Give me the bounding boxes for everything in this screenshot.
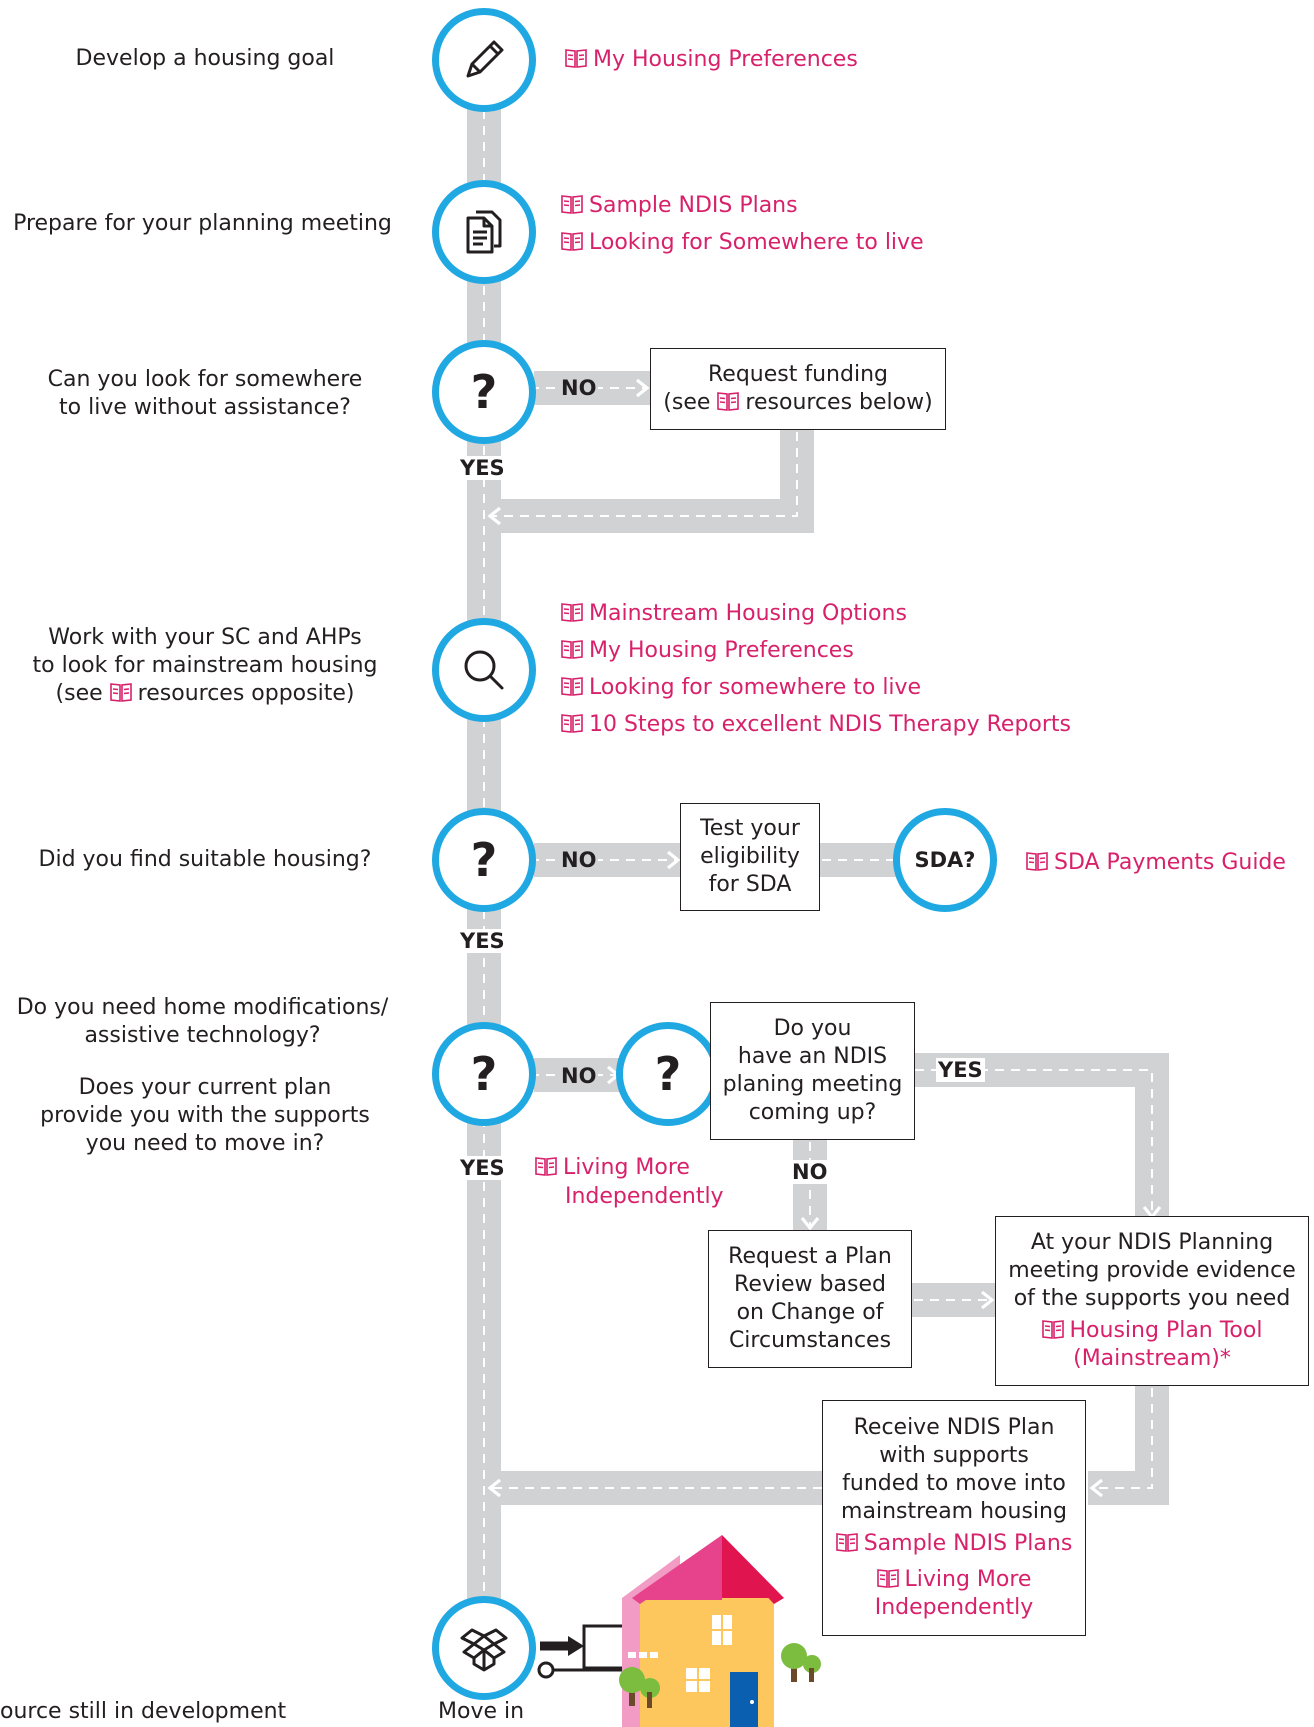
- book-icon: [535, 1155, 557, 1177]
- resource-link[interactable]: My Housing Preferences: [561, 637, 854, 665]
- resource-housing-plan-tool-2[interactable]: (Mainstream)*: [1073, 1346, 1231, 1371]
- question-icon: ?: [470, 833, 498, 887]
- resource-link[interactable]: Sample NDIS Plans: [561, 192, 798, 220]
- resource-link[interactable]: SDA Payments Guide: [1026, 849, 1286, 877]
- no-label: NO: [790, 1160, 830, 1184]
- search-icon: [464, 650, 504, 690]
- book-icon: [561, 230, 583, 252]
- resource-link[interactable]: Mainstream Housing Options: [561, 600, 907, 628]
- yes-label: YES: [458, 456, 507, 480]
- step-prepare-text: Prepare for your planning meeting: [13, 211, 392, 236]
- book-icon: [109, 681, 132, 703]
- footnote-text: ource still in development: [0, 1699, 287, 1724]
- book-icon: [561, 638, 583, 660]
- book-icon: [717, 390, 740, 412]
- resource-link[interactable]: Living More: [535, 1154, 690, 1182]
- book-icon: [876, 1567, 899, 1589]
- no-label: NO: [559, 848, 599, 872]
- resource-link[interactable]: 10 Steps to excellent NDIS Therapy Repor…: [561, 711, 1071, 739]
- book-icon: [561, 712, 583, 734]
- tree-icon: [619, 1643, 821, 1708]
- resource-living-more-independently[interactable]: Living More: [904, 1567, 1032, 1592]
- resource-link-cont[interactable]: Independently: [565, 1184, 724, 1209]
- no-label: NO: [559, 1064, 599, 1088]
- pencil-icon: [466, 40, 504, 78]
- resource-sample-ndis-plans[interactable]: Sample NDIS Plans: [863, 1531, 1073, 1556]
- book-icon: [1041, 1318, 1064, 1340]
- book-icon: [561, 193, 583, 215]
- yes-label: YES: [936, 1058, 985, 1082]
- question-icon: ?: [470, 1047, 498, 1101]
- book-icon: [561, 601, 583, 623]
- move-in-text: Move in: [438, 1699, 525, 1724]
- question-meeting-circle: ?: [616, 1022, 720, 1126]
- resource-link[interactable]: Looking for somewhere to live: [561, 674, 921, 702]
- request-funding-box: Request funding (see resources below): [650, 348, 946, 430]
- resource-link[interactable]: My Housing Preferences: [565, 46, 858, 74]
- question-look-circle: ?: [432, 340, 536, 444]
- book-icon: [835, 1531, 858, 1553]
- yes-label: YES: [458, 929, 507, 953]
- documents-icon: [466, 210, 502, 254]
- resource-housing-plan-tool[interactable]: Housing Plan Tool: [1069, 1318, 1263, 1343]
- box-icon: [460, 1628, 508, 1672]
- no-label: NO: [559, 376, 599, 400]
- house-icon: [622, 1535, 784, 1727]
- step-prepare-circle: [432, 180, 536, 284]
- step-move-circle: [432, 1596, 536, 1700]
- resource-link[interactable]: Looking for Somewhere to live: [561, 229, 924, 257]
- resource-living-more-independently-2[interactable]: Independently: [874, 1595, 1034, 1620]
- sda-circle: SDA?: [893, 808, 997, 912]
- step-search-circle: [432, 618, 536, 722]
- yes-label: YES: [458, 1156, 507, 1180]
- step-mods-text: Do you need home modifications/assistive…: [16, 995, 389, 1048]
- book-icon: [565, 47, 587, 69]
- sda-label: SDA?: [914, 848, 976, 872]
- question-icon: ?: [470, 365, 498, 419]
- step-found-text: Did you find suitable housing?: [38, 847, 372, 872]
- question-icon: ?: [654, 1047, 682, 1101]
- step-goal-circle: [432, 8, 536, 112]
- question-found-circle: ?: [432, 808, 536, 912]
- book-icon: [561, 675, 583, 697]
- step-goal-text: Develop a housing goal: [75, 46, 335, 71]
- question-mods-circle: ?: [432, 1022, 536, 1126]
- book-icon: [1026, 850, 1048, 872]
